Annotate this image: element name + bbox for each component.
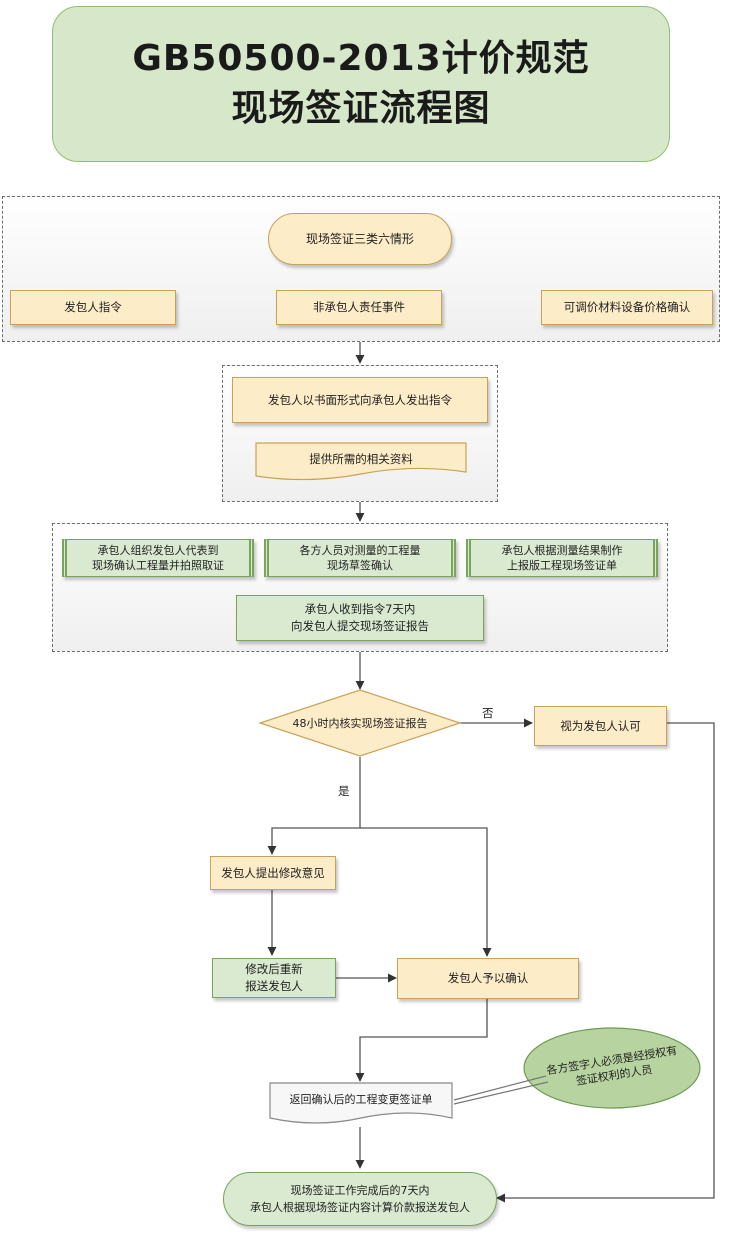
end-node: 现场签证工作完成后的7天内 承包人根据现场签证内容计算价款报送发包人: [223, 1172, 497, 1226]
title-line-1: GB50500-2013计价规范: [132, 38, 590, 79]
resubmit-line2: 报送发包人: [245, 979, 303, 993]
submit-report-line2: 向发包人提交现场签证报告: [291, 619, 429, 633]
case-price-adjust-label: 可调价材料设备价格确认: [563, 300, 691, 314]
propose-changes-node: 发包人提出修改意见: [210, 856, 336, 890]
step-confirm-photo-line2: 现场确认工程量并拍照取证: [92, 559, 224, 572]
start-label: 现场签证三类六情形: [305, 231, 414, 246]
deemed-approved-node: 视为发包人认可: [534, 706, 667, 746]
step-prepare-form-line2: 上报版工程现场签证单: [507, 559, 617, 572]
propose-changes-label: 发包人提出修改意见: [221, 865, 325, 880]
step-confirm-photo: 承包人组织发包人代表到 现场确认工程量并拍照取证: [62, 539, 254, 577]
deemed-approved-label: 视为发包人认可: [560, 718, 641, 733]
yes-label: 是: [338, 784, 350, 798]
arrow-confirm-to-returned: [355, 999, 488, 1082]
callout-pointer: [453, 1081, 549, 1105]
returned-doc-node: 返回确认后的工程变更签证单: [270, 1086, 452, 1112]
decision-diamond: [258, 689, 462, 757]
title-banner: GB50500-2013计价规范 现场签证流程图: [52, 6, 670, 162]
no-label: 否: [482, 706, 494, 720]
step-sign-draft-line2: 现场草签确认: [327, 559, 393, 572]
written-instruction-label: 发包人以书面形式向承包人发出指令: [268, 392, 452, 407]
decision-label-box: 48小时内核实现场签证报告: [270, 713, 450, 733]
case-price-adjust: 可调价材料设备价格确认: [541, 290, 713, 325]
title-line-2: 现场签证流程图: [231, 88, 491, 129]
decision-label: 48小时内核实现场签证报告: [292, 716, 428, 730]
resubmit-line1: 修改后重新: [245, 962, 303, 976]
submit-report-node: 承包人收到指令7天内 向发包人提交现场签证报告: [236, 595, 484, 641]
case-instruction: 发包人指令: [10, 290, 176, 325]
returned-document-shape: [269, 1082, 453, 1124]
case-non-contractor: 非承包人责任事件: [276, 290, 442, 325]
submit-report-line1: 承包人收到指令7天内: [304, 602, 416, 616]
step-prepare-form: 承包人根据测量结果制作 上报版工程现场签证单: [466, 539, 658, 577]
returned-doc-label: 返回确认后的工程变更签证单: [289, 1092, 433, 1106]
provide-docs-node: 提供所需的相关资料: [256, 443, 466, 476]
step-confirm-photo-line1: 承包人组织发包人代表到: [97, 544, 219, 557]
step-sign-draft-line1: 各方人员对测量的工程量: [299, 544, 421, 557]
confirm-node: 发包人予以确认: [397, 958, 579, 999]
provide-docs-label: 提供所需的相关资料: [309, 452, 413, 466]
provide-docs-shape: [255, 442, 467, 481]
written-instruction-node: 发包人以书面形式向承包人发出指令: [232, 377, 488, 423]
case-instruction-label: 发包人指令: [64, 300, 122, 314]
step-sign-draft: 各方人员对测量的工程量 现场草签确认: [264, 539, 456, 577]
case-non-contractor-label: 非承包人责任事件: [313, 300, 405, 314]
end-line2: 承包人根据现场签证内容计算价款报送发包人: [250, 1201, 470, 1214]
arrow-deemed-to-end: [496, 722, 715, 1203]
step-prepare-form-line1: 承包人根据测量结果制作: [501, 544, 623, 557]
end-line1: 现场签证工作完成后的7天内: [290, 1184, 430, 1197]
confirm-label: 发包人予以确认: [447, 971, 529, 985]
arrow-decision-yes-left: [267, 757, 361, 855]
start-node: 现场签证三类六情形: [268, 213, 452, 265]
resubmit-node: 修改后重新 报送发包人: [212, 958, 336, 998]
callout-pointer-2: [453, 1075, 547, 1101]
callout-cloud: [523, 1027, 701, 1109]
arrow-decision-yes-right: [360, 827, 492, 957]
